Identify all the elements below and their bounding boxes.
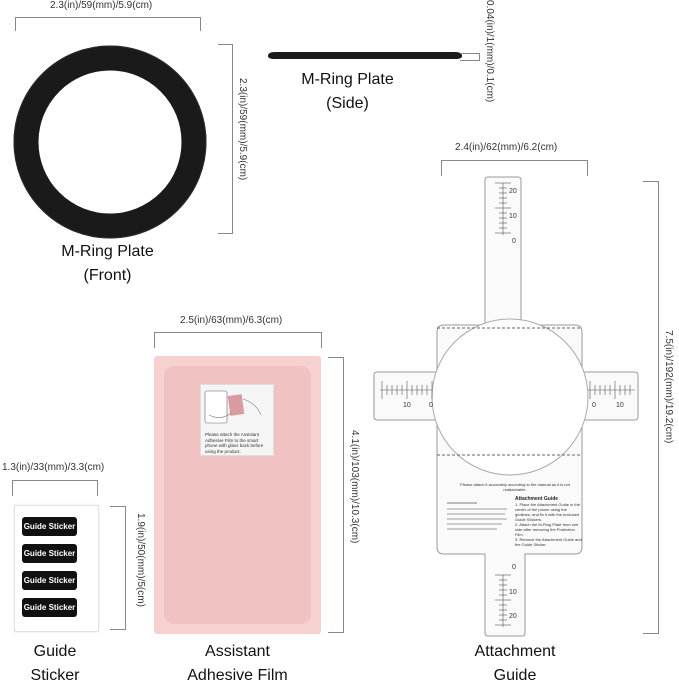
ring-height-dimension: 2.3(in)/59(mm)/5.9(cm) xyxy=(237,78,248,181)
ruler-top-num: 10 xyxy=(509,213,517,220)
thickness-tick-bottom xyxy=(460,60,480,61)
text-line xyxy=(447,513,505,515)
sticker-width-line xyxy=(12,480,98,481)
guide-instructions: Attachment Guide 1. Place the Attachment… xyxy=(515,496,583,547)
plate-thickness-dimension: 0.04(in)/1(mm)/0.1(cm) xyxy=(484,0,495,103)
guide-width-dimension: 2.4(in)/62(mm)/6.2(cm) xyxy=(455,142,558,153)
guide-height-tick-top xyxy=(643,181,659,182)
guide-sticker-label: Guide Sticker xyxy=(22,571,77,590)
guide-width-tick-left xyxy=(441,160,442,176)
ring-side-title: M-Ring Plate (Side) xyxy=(270,68,425,116)
ring-height-line xyxy=(232,44,233,234)
ruler-bottom-num: 0 xyxy=(512,564,516,571)
film-height-tick-bottom xyxy=(328,632,344,633)
film-width-tick-left xyxy=(154,332,155,348)
ring-width-tick-left xyxy=(15,17,16,31)
film-height-line xyxy=(343,357,344,633)
ruler-top-num: 20 xyxy=(509,188,517,195)
ring-width-dimension: 2.3(in)/59(mm)/5.9(cm) xyxy=(50,0,153,11)
guide-height-tick-bottom xyxy=(643,633,659,634)
sticker-title: Guide Sticker xyxy=(10,640,100,688)
ruler-right-num: 0 xyxy=(592,402,596,409)
guide-height-dimension: 7.5(in)/192(mm)/19.2(cm) xyxy=(663,330,674,444)
sticker-height-line xyxy=(125,506,126,630)
film-title-line1: Assistant xyxy=(205,643,270,660)
guide-sticker-label: Guide Sticker xyxy=(22,544,77,563)
text-line xyxy=(447,528,497,530)
sticker-width-tick-right xyxy=(97,480,98,496)
film-card-text: Please attach the Assistant Adhesive Fil… xyxy=(205,432,264,454)
ruler-right-num: 10 xyxy=(616,402,624,409)
sticker-width-tick-left xyxy=(12,480,13,496)
film-width-tick-right xyxy=(321,332,322,348)
film-height-tick-top xyxy=(328,357,344,358)
ruler-left-num: 0 xyxy=(429,402,433,409)
ring-width-line xyxy=(15,17,201,18)
guide-korean-text-block xyxy=(447,498,511,548)
film-title: Assistant Adhesive Film xyxy=(160,640,315,688)
text-line xyxy=(447,502,477,504)
guide-step: 2. Attach the M-Ring Plate from one side… xyxy=(515,522,579,537)
film-instruction-card: Please attach the Assistant Adhesive Fil… xyxy=(200,384,274,456)
ring-side-title-line2: (Side) xyxy=(326,95,369,112)
sticker-height-dimension: 1.9(in)/50(mm)/5(cm) xyxy=(135,513,146,607)
sticker-height-tick-bottom xyxy=(110,629,126,630)
sticker-title-line1: Guide xyxy=(33,643,77,660)
guide-step: 3. Remove the Attachment Guide and the G… xyxy=(515,537,582,547)
attachment-guide-image xyxy=(373,176,639,637)
guide-notice: Please attach it accurately according to… xyxy=(460,482,570,492)
guide-step: 1. Place the Attachment Guide in the cen… xyxy=(515,502,580,522)
guide-height-line xyxy=(658,181,659,634)
film-height-dimension: 4.1(in)/103(mm)/10.3(cm) xyxy=(349,430,360,544)
film-width-line xyxy=(154,332,322,333)
thickness-tick-top xyxy=(460,53,480,54)
guide-title-line2: Guide xyxy=(493,667,537,684)
ring-height-tick-bottom xyxy=(218,233,232,234)
guide-title-line1: Attachment xyxy=(474,643,556,660)
sticker-height-tick-top xyxy=(110,506,126,507)
ring-width-tick-right xyxy=(200,17,201,31)
ring-plate-front-image xyxy=(13,45,207,239)
film-title-line2: Adhesive Film xyxy=(187,667,288,684)
ring-front-title-line2: (Front) xyxy=(83,267,132,284)
sticker-title-line2: Sticker xyxy=(30,667,80,684)
guide-heading: Attachment Guide xyxy=(515,496,559,502)
text-line xyxy=(447,508,507,510)
ruler-bottom-num: 20 xyxy=(509,613,517,620)
sticker-width-dimension: 1.3(in)/33(mm)/3.3(cm) xyxy=(2,462,105,473)
guide-title: Attachment Guide xyxy=(445,640,585,688)
text-line xyxy=(447,518,507,520)
guide-sticker-label: Guide Sticker xyxy=(22,517,77,536)
ring-side-title-line1: M-Ring Plate xyxy=(301,71,394,88)
film-width-dimension: 2.5(in)/63(mm)/6.3(cm) xyxy=(180,315,283,326)
thickness-line xyxy=(479,53,480,61)
guide-width-tick-right xyxy=(587,160,588,176)
text-line xyxy=(447,523,502,525)
phone-illustration-icon xyxy=(204,390,262,424)
ring-front-title-line1: M-Ring Plate xyxy=(61,243,154,260)
ring-front-title: M-Ring Plate (Front) xyxy=(20,240,195,288)
ruler-bottom-num: 10 xyxy=(509,589,517,596)
guide-width-line xyxy=(441,160,587,161)
guide-sticker-sheet: Guide Sticker Guide Sticker Guide Sticke… xyxy=(14,505,99,632)
adhesive-film-image: Please attach the Assistant Adhesive Fil… xyxy=(154,356,321,634)
ring-plate-side-image xyxy=(268,52,462,59)
ring-height-tick-top xyxy=(218,44,232,45)
ruler-left-num: 10 xyxy=(403,402,411,409)
guide-sticker-label: Guide Sticker xyxy=(22,598,77,617)
ruler-top-num: 0 xyxy=(512,238,516,245)
